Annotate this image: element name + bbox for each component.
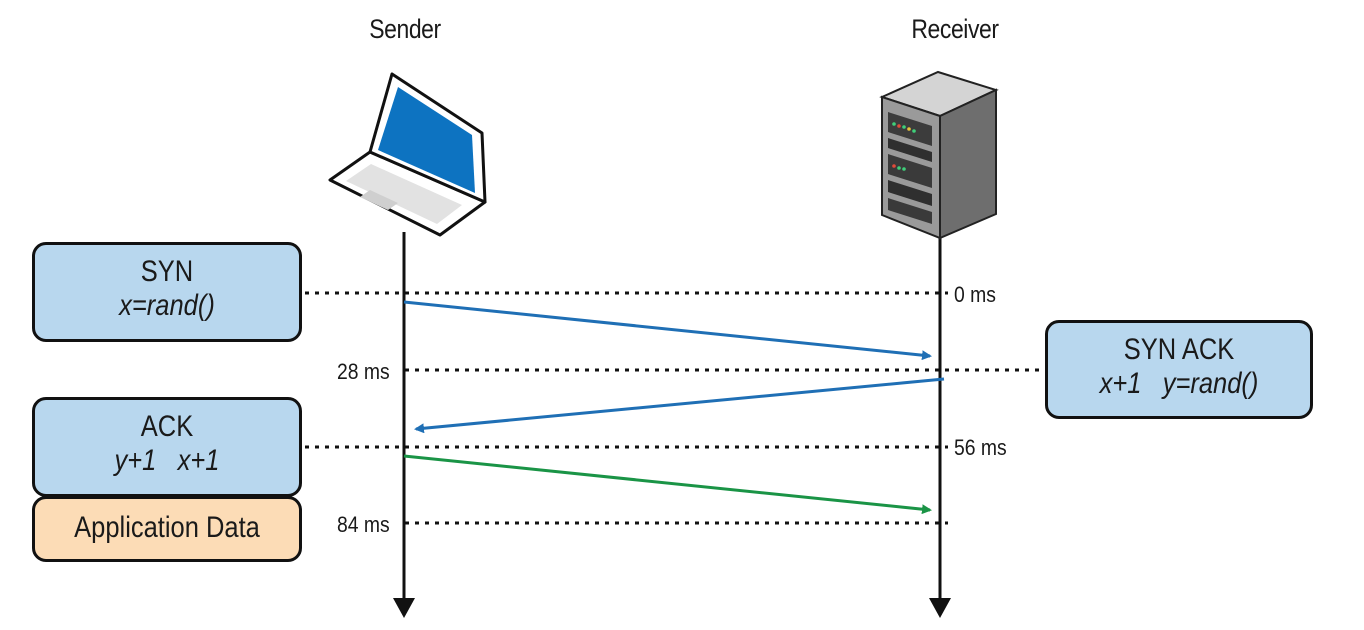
syn-detail: x=rand()	[119, 289, 215, 322]
ack-box: ACK y+1 x+1	[32, 397, 302, 497]
syn-ack-box: SYN ACK x+1 y=rand()	[1045, 320, 1313, 419]
ack-detail: y+1 x+1	[114, 444, 220, 477]
receiver-lifeline-arrowhead	[929, 598, 951, 618]
laptop-icon	[328, 72, 487, 237]
syn-title: SYN	[140, 255, 194, 288]
sender-label: Sender	[369, 14, 441, 44]
timestamp-56ms: 56 ms	[954, 435, 1007, 460]
timestamp-84ms: 84 ms	[337, 512, 390, 537]
syn-ack-title: SYN ACK	[1123, 333, 1235, 366]
timestamp-28ms: 28 ms	[337, 359, 390, 384]
timestamp-0ms: 0 ms	[954, 282, 996, 307]
syn-ack-detail: x+1 y=rand()	[1099, 367, 1259, 400]
sender-lifeline-arrowhead	[393, 598, 415, 618]
syn-box: SYN x=rand()	[32, 242, 302, 342]
receiver-label: Receiver	[911, 14, 999, 44]
server-icon	[879, 70, 999, 240]
application-data-label: Application Data	[74, 511, 260, 544]
application-data-box: Application Data	[32, 496, 302, 562]
ack-arrow	[403, 454, 932, 515]
syn-arrow	[403, 300, 932, 361]
syn-ack-arrow	[414, 377, 945, 434]
ack-title: ACK	[140, 410, 194, 443]
